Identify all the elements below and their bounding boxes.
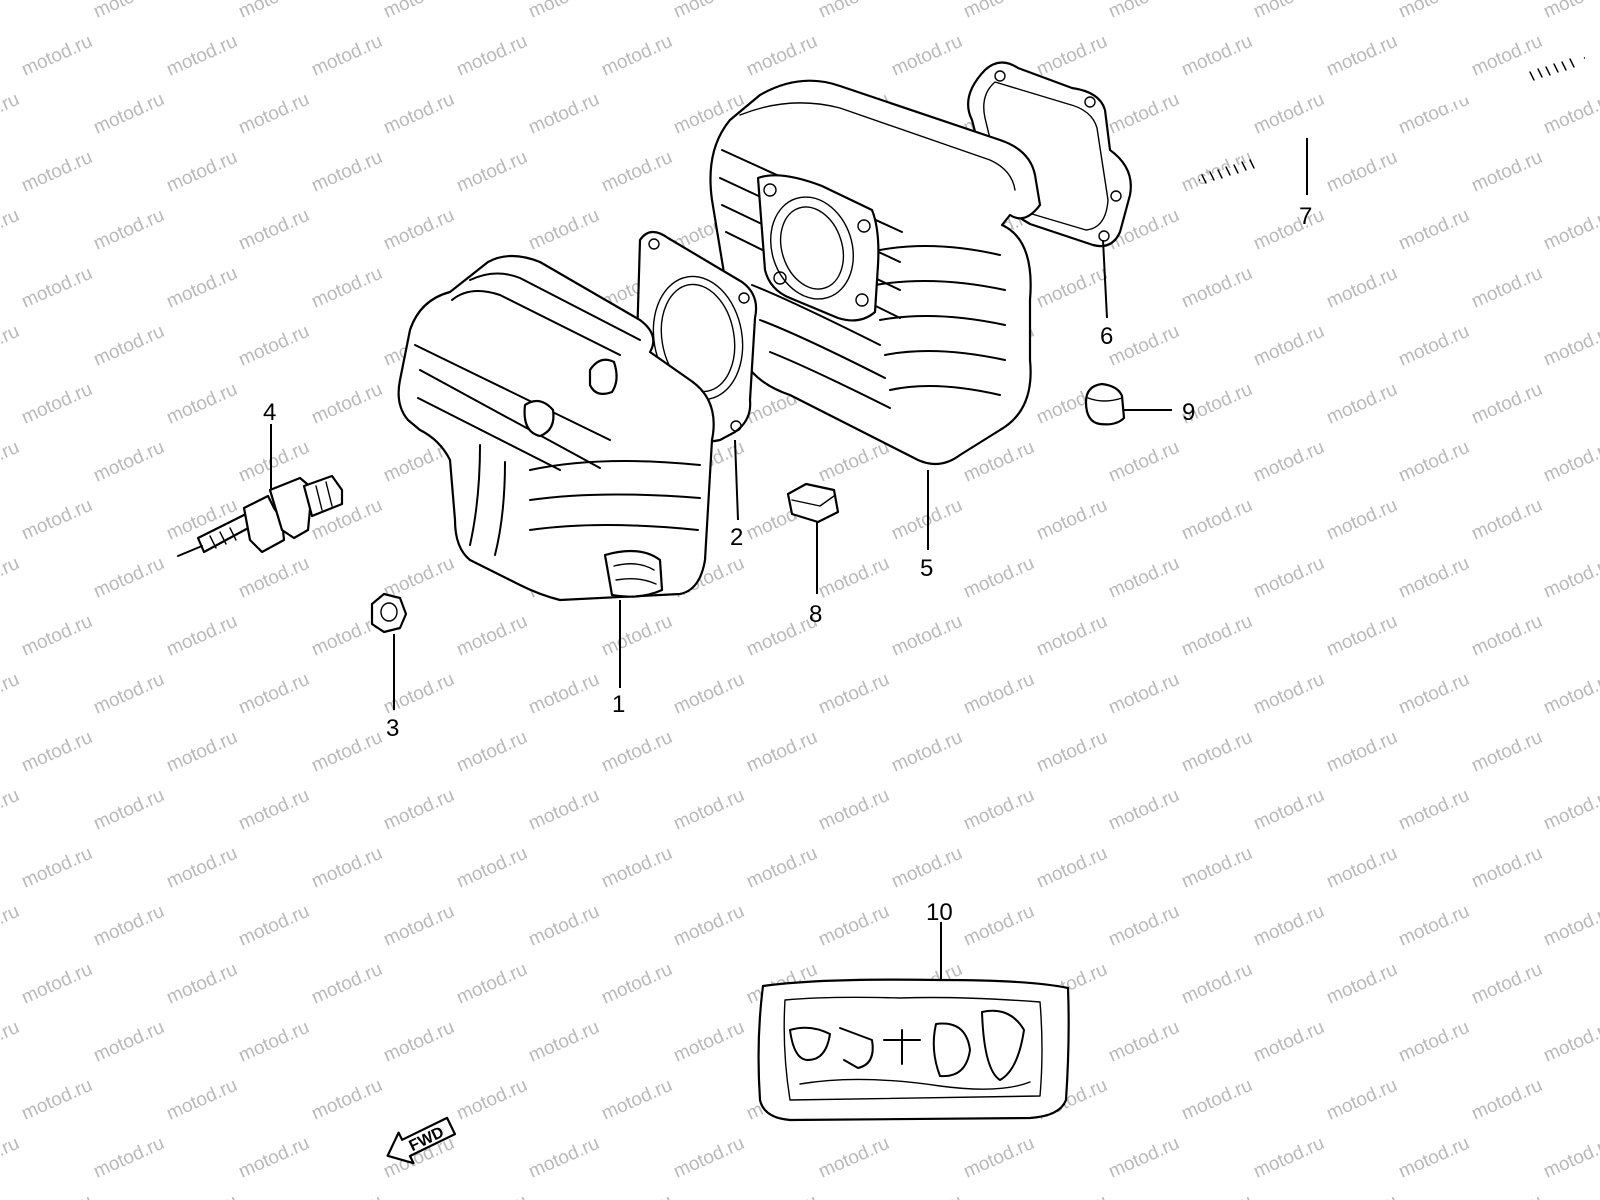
callout-5: 5 xyxy=(920,555,933,582)
leader-2 xyxy=(734,439,739,521)
damper-part xyxy=(786,482,840,524)
cap-part xyxy=(1084,382,1126,426)
callout-1: 1 xyxy=(612,691,625,718)
callout-6: 6 xyxy=(1100,323,1113,350)
gasket-set-part xyxy=(757,978,1070,1122)
cylinder-head-part xyxy=(397,254,715,602)
stud-bolt-part xyxy=(1199,55,1585,184)
callout-10: 10 xyxy=(926,899,953,926)
spark-plug-part xyxy=(177,474,344,557)
callout-2: 2 xyxy=(730,524,743,551)
callout-4: 4 xyxy=(263,399,276,426)
cylinder-part xyxy=(709,79,1042,466)
callout-3: 3 xyxy=(386,715,399,742)
nut-part xyxy=(370,592,408,634)
callout-8: 8 xyxy=(809,601,822,628)
leader-6 xyxy=(1102,239,1108,319)
callout-9: 9 xyxy=(1182,399,1195,426)
callout-7: 7 xyxy=(1299,203,1312,230)
fwd-arrow-icon: FWD xyxy=(386,1116,457,1165)
